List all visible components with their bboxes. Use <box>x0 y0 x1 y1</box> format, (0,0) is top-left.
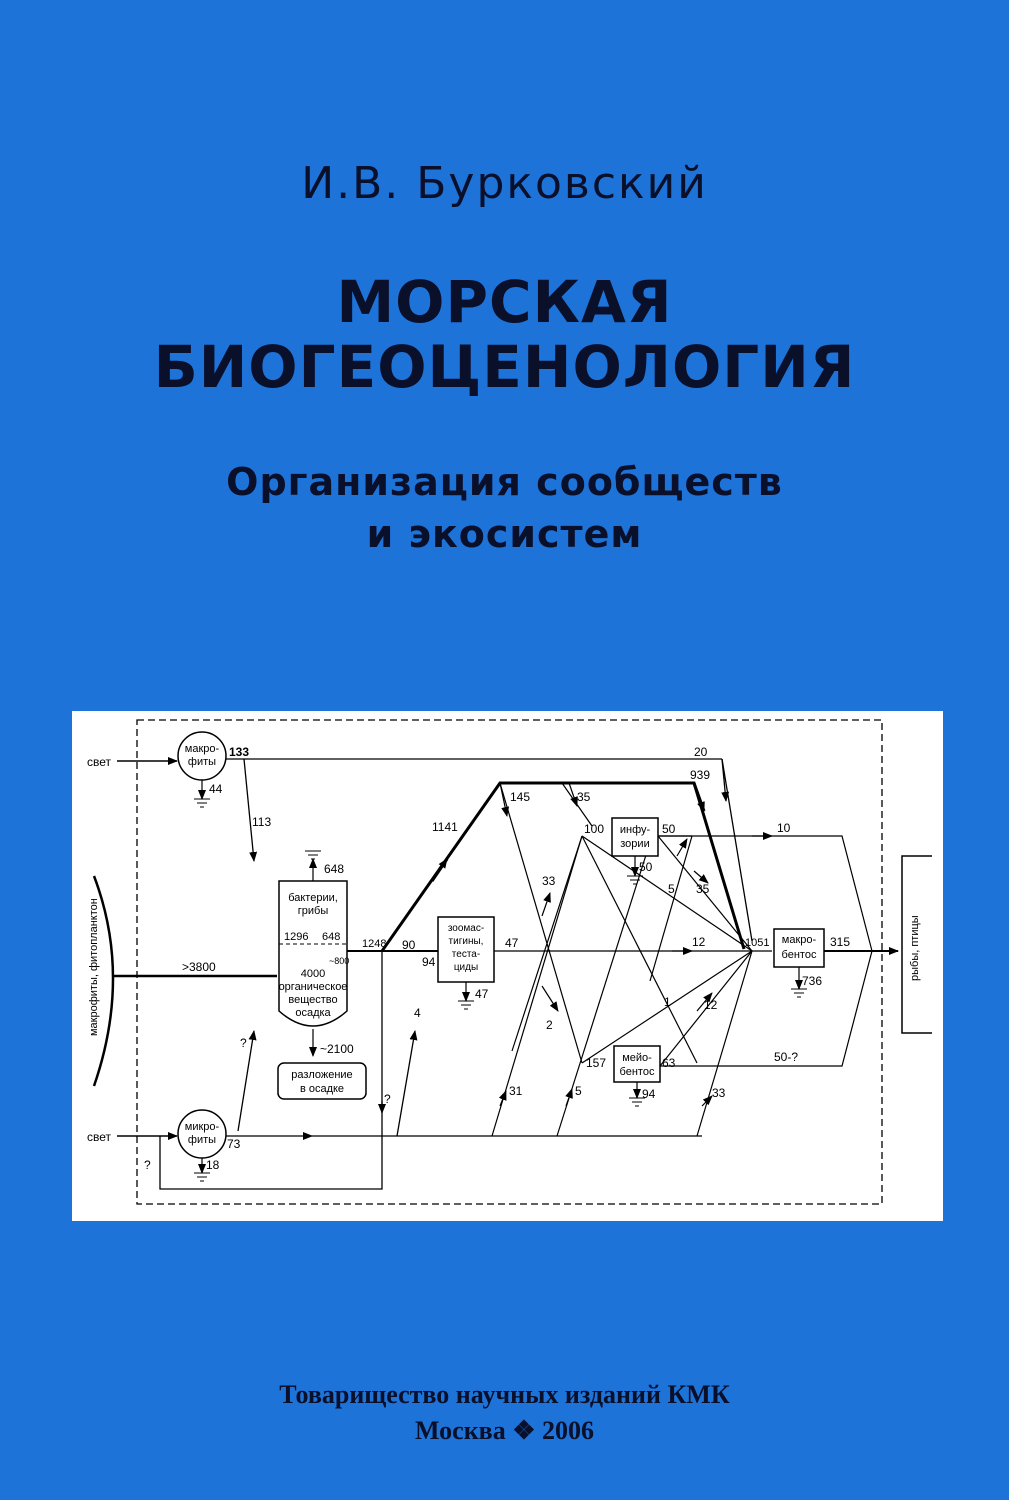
value-133: 133 <box>229 745 249 759</box>
microphytes-label-2: фиты <box>188 1134 216 1146</box>
macrobenthos-node <box>773 928 825 968</box>
zoomast-label-1: зоомас- <box>448 923 484 934</box>
bacteria-label-2: грибы <box>298 905 329 917</box>
left-source-label: макрофиты, фитопланктон <box>88 898 100 1036</box>
value-1: 1 <box>664 995 671 1009</box>
zoomast-label-2: тигины, <box>449 936 484 947</box>
decomposition-node <box>277 1062 367 1100</box>
value-94b: 94 <box>642 1087 656 1101</box>
value-1051: 1051 <box>745 937 769 949</box>
right-sink-label: рыбы, птицы <box>909 915 921 981</box>
value-18: 18 <box>206 1158 220 1172</box>
value-10: 10 <box>777 821 791 835</box>
value-50q: 50-? <box>774 1050 798 1064</box>
value-q1: ? <box>240 1036 247 1050</box>
infuzorii-label-1: инфу- <box>620 824 651 836</box>
value-35a: 35 <box>577 790 591 804</box>
zoomastigines-node <box>437 916 495 983</box>
value-800: ~800 <box>329 956 349 966</box>
value-2100: ~2100 <box>320 1042 354 1056</box>
value-1296: 1296 <box>284 931 308 943</box>
value-1141: 1141 <box>432 820 458 834</box>
meiobentos-label-1: мейо- <box>622 1052 652 1064</box>
ecosystem-diagram: макрофиты, фитопланктон рыбы, птицы свет… <box>72 711 943 1221</box>
author: И.В. Бурковский <box>301 158 708 209</box>
light-top-label: свет <box>87 755 112 769</box>
value-5a: 5 <box>668 882 675 896</box>
microphytes-label-1: микро- <box>185 1121 220 1133</box>
decomposition-label-2: в осадке <box>300 1083 344 1095</box>
zoomast-label-4: циды <box>454 962 478 973</box>
value-4: 4 <box>414 1006 421 1020</box>
value-q2: ? <box>384 1092 391 1106</box>
value-20: 20 <box>694 745 708 759</box>
value-736: 736 <box>802 974 822 988</box>
makrobentos-label-1: макро- <box>782 934 817 946</box>
value-145: 145 <box>510 790 530 804</box>
value-12b: 12 <box>704 998 718 1012</box>
publisher: Товарищество научных изданий КМК <box>279 1380 730 1409</box>
title-line-2: БИОГЕОЦЕНОЛОГИЯ <box>153 333 856 401</box>
value-50a: 50 <box>662 822 676 836</box>
value-44: 44 <box>209 782 223 796</box>
macrophytes-label-2: фиты <box>188 756 216 768</box>
value-47b: 47 <box>475 987 489 1001</box>
infuzorii-label-2: зории <box>620 838 649 850</box>
sediment-node <box>278 880 348 1027</box>
value-33b: 33 <box>712 1086 726 1100</box>
value-33a: 33 <box>542 874 556 888</box>
value-100: 100 <box>584 822 604 836</box>
value-94a: 94 <box>422 955 436 969</box>
system-boundary <box>136 719 883 1205</box>
title-line-1: МОРСКАЯ <box>336 268 673 336</box>
macrophytes-label-1: макро- <box>185 743 220 755</box>
value-648a: 648 <box>324 862 344 876</box>
value-3800: >3800 <box>182 960 216 974</box>
value-113: 113 <box>252 815 271 829</box>
value-1248: 1248 <box>362 938 386 950</box>
value-157: 157 <box>586 1056 606 1070</box>
sink-bracket <box>901 855 932 1034</box>
value-648b: 648 <box>322 931 340 943</box>
decomposition-label-1: разложение <box>291 1069 352 1081</box>
organic-label-2: органическое <box>279 981 348 993</box>
value-35b: 35 <box>696 882 710 896</box>
makrobentos-label-2: бентос <box>782 949 817 961</box>
value-5b: 5 <box>575 1084 582 1098</box>
value-47a: 47 <box>505 936 519 950</box>
value-31: 31 <box>509 1084 523 1098</box>
organic-label-1: 4000 <box>301 968 325 980</box>
value-939: 939 <box>690 768 710 782</box>
value-315: 315 <box>830 935 850 949</box>
value-2: 2 <box>546 1018 553 1032</box>
infuzorii-node <box>611 817 659 857</box>
subtitle-line-1: Организация сообществ <box>226 460 783 504</box>
value-50b: 50 <box>639 860 653 874</box>
value-q3: ? <box>144 1158 151 1172</box>
city-year: Москва ❖ 2006 <box>414 1416 595 1445</box>
organic-label-3: вещество <box>288 994 337 1006</box>
subtitle-line-2: и экосистем <box>366 512 643 556</box>
meiobentos-label-2: бентос <box>620 1066 655 1078</box>
value-63: 63 <box>662 1056 676 1070</box>
source-arc <box>92 875 115 1087</box>
bacteria-label-1: бактерии, <box>288 892 338 904</box>
zoomast-label-3: теста- <box>452 949 480 960</box>
value-90: 90 <box>402 938 416 952</box>
value-73: 73 <box>227 1137 241 1151</box>
value-12a: 12 <box>692 935 706 949</box>
light-bottom-label: свет <box>87 1130 112 1144</box>
organic-label-4: осадка <box>295 1007 331 1019</box>
